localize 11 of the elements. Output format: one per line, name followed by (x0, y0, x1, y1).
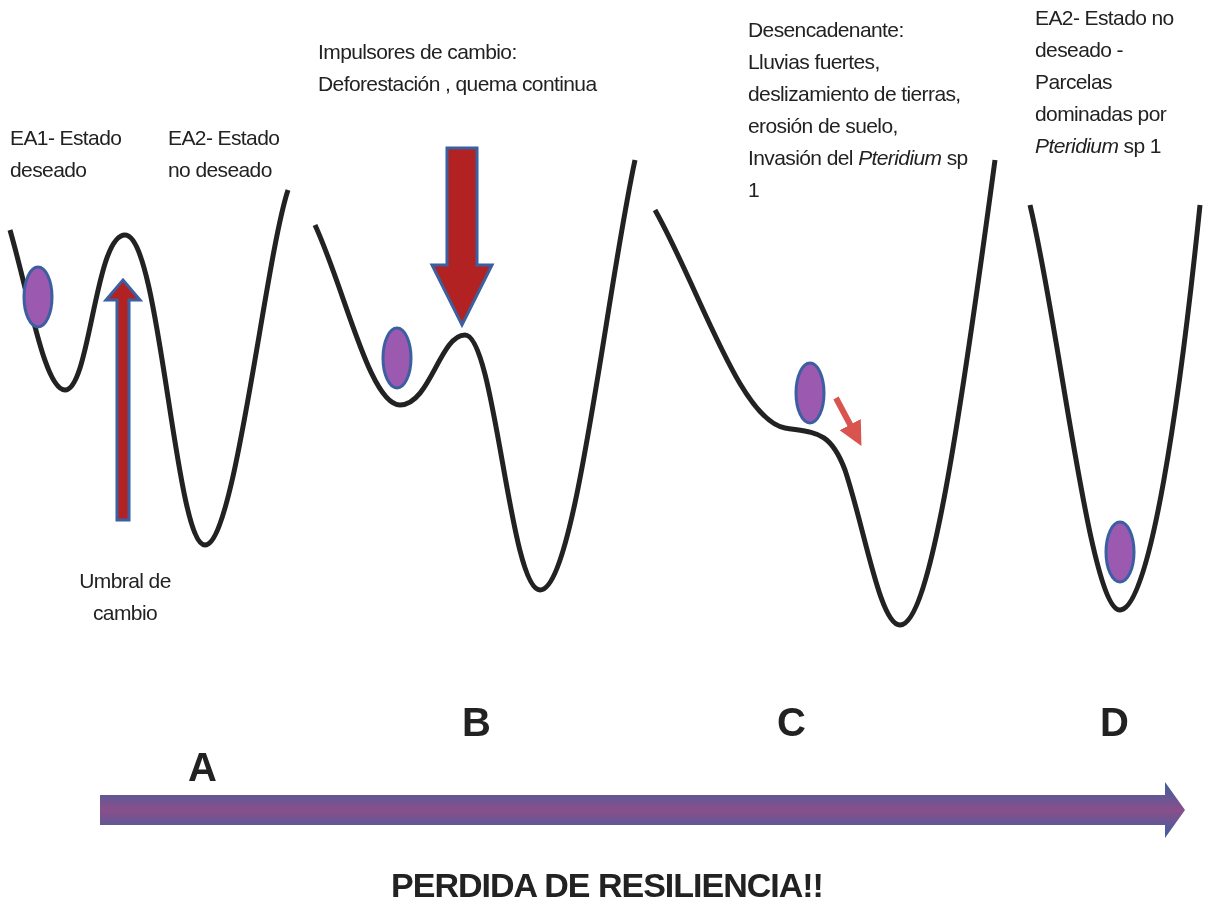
threshold-label: Umbral de cambio (78, 568, 172, 626)
annotation-text: Desencadenante: Lluvias fuertes, deslizamiento de tierras, erosión de suelo, Invasión del Pteridium sp 1 (748, 17, 968, 203)
stage-letter: C (777, 700, 806, 745)
annotation-text: EA1- Estado deseado (10, 125, 123, 183)
annotation-text: EA2- Estado no deseado (168, 125, 281, 183)
annotation-text: EA2- Estado no deseado - Parcelas dominadas por Pteridium sp 1 (1035, 5, 1175, 159)
caption: PERDIDA DE RESILIENCIA!! (390, 866, 824, 905)
annotation-text: Impulsores de cambio: Deforestación , quema continua (318, 39, 598, 97)
stage-letter: D (1100, 700, 1129, 745)
stage-letter: A (188, 745, 217, 790)
stage-letter: B (462, 700, 491, 745)
